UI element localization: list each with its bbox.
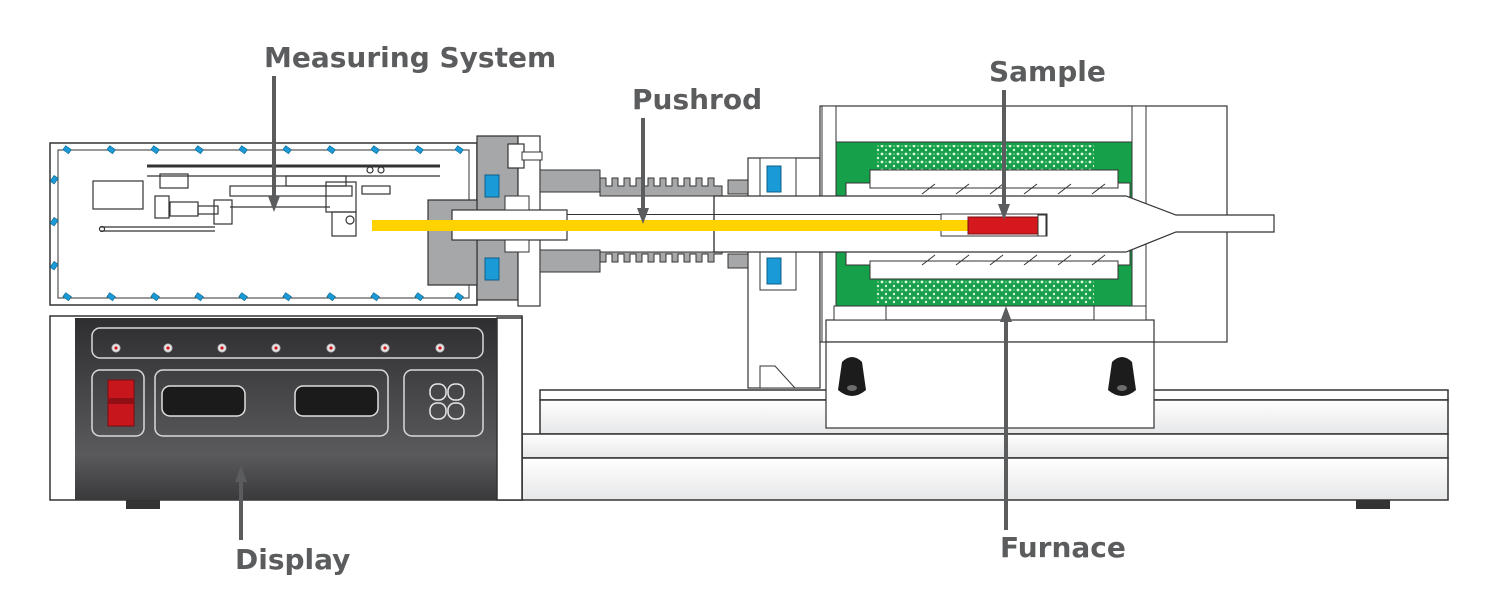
- pushrod-overlay: [567, 220, 968, 231]
- label-pointers: [235, 76, 1012, 540]
- insulation-bottom: [876, 278, 1094, 304]
- sample-label: Sample: [989, 55, 1106, 88]
- measuring-system-label: Measuring System: [264, 41, 557, 74]
- sample-specimen: [967, 216, 1039, 235]
- bellows: [599, 177, 723, 263]
- pushrod-label: Pushrod: [632, 83, 763, 116]
- measuring-mechanism: [92, 164, 440, 237]
- heating-coils: [921, 183, 1106, 266]
- display-unit: [49, 315, 523, 501]
- display-screen-left: [161, 385, 246, 417]
- furnace-handles[interactable]: [838, 357, 1136, 396]
- display-screen-right: [294, 385, 379, 417]
- furnace-arrowhead: [1000, 306, 1012, 322]
- tube-holder: [727, 157, 821, 389]
- insulation-top: [876, 145, 1094, 171]
- display-arrowhead: [235, 466, 247, 482]
- keypad-buttons[interactable]: [429, 383, 465, 420]
- sample-arrowhead: [998, 204, 1010, 220]
- furnace: [819, 105, 1228, 429]
- indicator-leds: [111, 343, 445, 353]
- display-label: Display: [235, 543, 351, 576]
- furnace-label: Furnace: [1000, 531, 1126, 564]
- pushrod-arrowhead: [637, 208, 649, 224]
- measuring-system-arrowhead: [268, 196, 280, 212]
